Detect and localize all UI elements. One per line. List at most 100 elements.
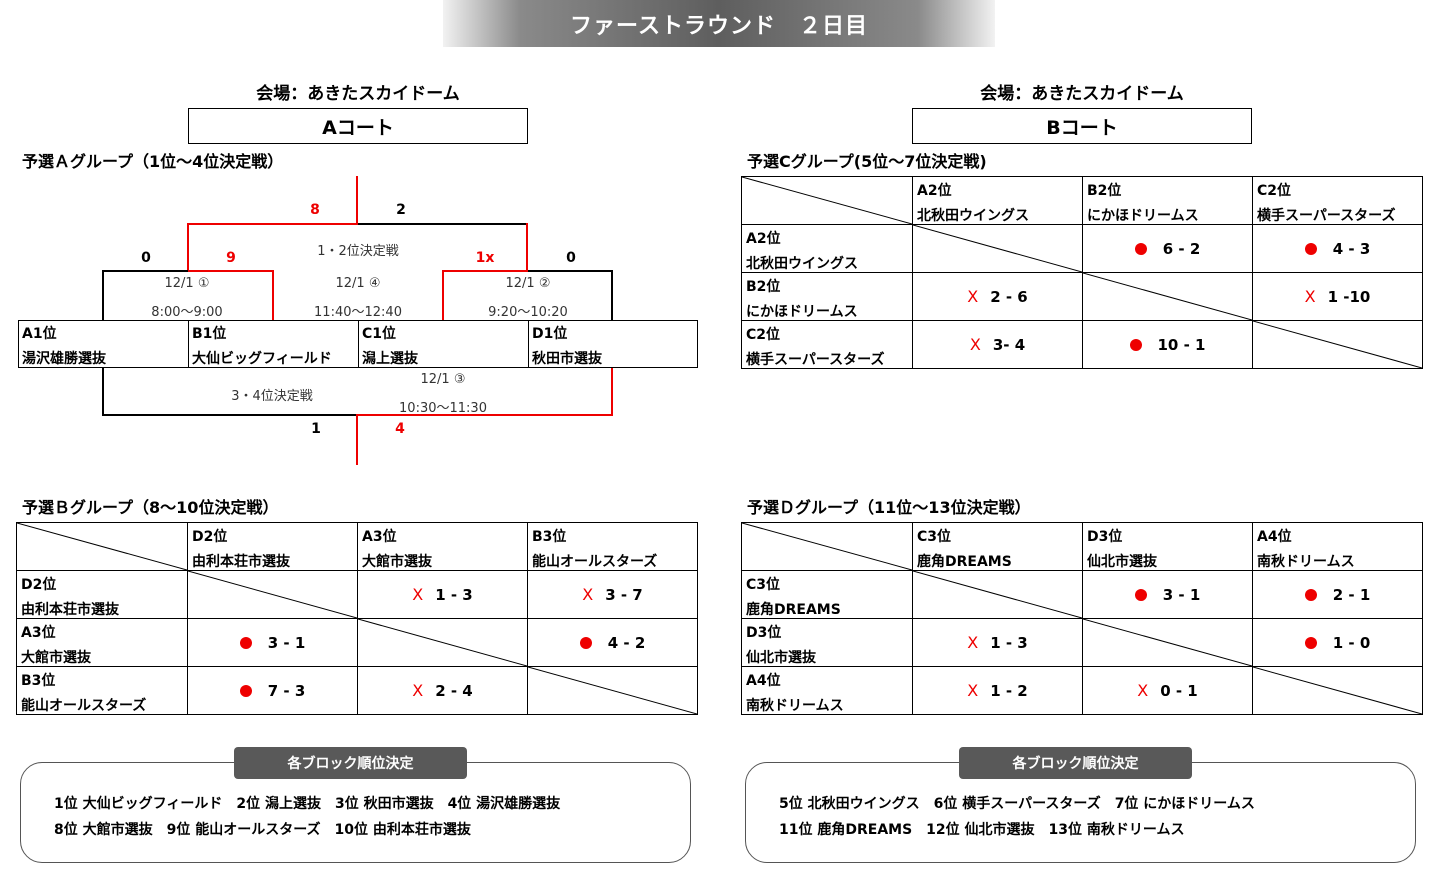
team-name: 大仙ビッグフィールド (192, 351, 332, 367)
loss-mark-icon: X (969, 335, 981, 354)
corner-cell (741, 176, 913, 225)
game4-date: 12/1 ④ (335, 276, 381, 291)
row-header: D3位仙北市選抜 (741, 618, 913, 667)
bracket-line (611, 368, 613, 416)
win-mark-icon (1304, 636, 1317, 649)
diagonal-line (17, 523, 187, 570)
result-cell: 10 - 1 (1082, 320, 1253, 369)
bracket-line (272, 270, 274, 321)
team-rank: D3位 (1087, 529, 1123, 545)
result-cell: X 2 - 6 (912, 272, 1083, 321)
win-mark-icon (1304, 242, 1317, 255)
self-match-cell (357, 618, 528, 667)
bracket-line (442, 270, 528, 272)
game1-date: 12/1 ① (164, 276, 210, 291)
team-name: 横手スーパースターズ (746, 352, 885, 368)
team-name: 北秋田ウイングス (917, 208, 1029, 224)
loss-mark-icon: X (412, 681, 424, 700)
score-third-left: 1 (311, 421, 321, 437)
win-mark-icon (239, 684, 252, 697)
column-header: B3位能山オールスターズ (527, 522, 698, 571)
column-header: C2位横手スーパースターズ (1252, 176, 1423, 225)
row-header: C2位横手スーパースターズ (741, 320, 913, 369)
team-rank: D2位 (21, 577, 57, 593)
team-name: 湯沢雄勝選抜 (22, 351, 106, 367)
loss-mark-icon: X (967, 633, 979, 652)
group-c-title: 予選Cグループ(5位～7位決定戦) (747, 152, 987, 171)
diagonal-line (358, 619, 527, 666)
win-mark-icon (579, 636, 592, 649)
game2-time: 9:20～10:20 (488, 305, 568, 320)
loss-mark-icon: X (1304, 287, 1316, 306)
page-banner: ファーストラウンド ２日目 (443, 0, 995, 47)
column-header: A3位大館市選抜 (357, 522, 528, 571)
game1-time: 8:00～9:00 (151, 305, 223, 320)
result-cell: 4 - 3 (1252, 224, 1423, 273)
team-name: 鹿角DREAMS (746, 602, 841, 618)
venue-left: 会場：あきたスカイドーム (256, 84, 460, 104)
group-d-title: 予選Ｄグループ（11位～13位決定戦） (747, 498, 1031, 517)
result: 3 - 1 (1083, 571, 1252, 618)
team-rank: C1位 (362, 326, 397, 342)
team-name: にかほドリームス (1087, 208, 1199, 224)
group-b-title: 予選Ｂグループ（8～10位決定戦） (22, 498, 279, 517)
row-header: B2位にかほドリームス (741, 272, 913, 321)
result-cell: X 3- 4 (912, 320, 1083, 369)
result-score: 0 - 1 (1160, 681, 1198, 700)
team-rank: C2位 (746, 327, 781, 343)
result: 10 - 1 (1083, 321, 1252, 368)
team-rank: A2位 (917, 183, 952, 199)
result-score: 3- 4 (992, 335, 1026, 354)
corner-cell (16, 522, 188, 571)
self-match-cell (912, 570, 1083, 619)
score-final-right: 2 (396, 202, 406, 218)
court-b: Bコート (912, 108, 1252, 144)
table-row: C2位横手スーパースターズ X 3- 4 10 - 1 (741, 320, 1423, 369)
score-semi2-left: 1x (475, 250, 495, 266)
result-score: 2 - 6 (990, 287, 1028, 306)
bracket-line (356, 414, 613, 416)
result: 6 - 2 (1083, 225, 1252, 272)
column-header: A2位北秋田ウイングス (912, 176, 1083, 225)
row-header: C3位鹿角DREAMS (741, 570, 913, 619)
team-rank: B3位 (21, 673, 56, 689)
team-name: 横手スーパースターズ (1257, 208, 1396, 224)
team-rank: A4位 (1257, 529, 1292, 545)
diagonal-line (1253, 321, 1422, 368)
team-name: 北秋田ウイングス (746, 256, 858, 272)
result-score: 3 - 1 (267, 633, 306, 652)
bracket-line (187, 223, 189, 272)
result-cell: 3 - 1 (1082, 570, 1253, 619)
result-cell: 7 - 3 (187, 666, 358, 715)
loss-mark-icon: X (412, 585, 424, 604)
win-mark-icon (1304, 588, 1317, 601)
team-box-d1: D1位 秋田市選抜 (528, 320, 698, 368)
win-mark-icon (1134, 242, 1147, 255)
venue-right: 会場：あきたスカイドーム (980, 84, 1184, 104)
team-name: 能山オールスターズ (532, 554, 658, 570)
loss-mark-icon: X (967, 287, 979, 306)
team-rank: D3位 (746, 625, 782, 641)
result-score: 6 - 2 (1162, 239, 1201, 258)
result: 4 - 3 (1253, 225, 1422, 272)
team-rank: A3位 (21, 625, 56, 641)
team-box-a1: A1位 湯沢雄勝選抜 (18, 320, 189, 368)
loss-mark-icon: X (582, 585, 594, 604)
result: 3 - 1 (188, 619, 357, 666)
self-match-cell (1252, 666, 1423, 715)
result-cell: 2 - 1 (1252, 570, 1423, 619)
result-cell: 1 - 0 (1252, 618, 1423, 667)
